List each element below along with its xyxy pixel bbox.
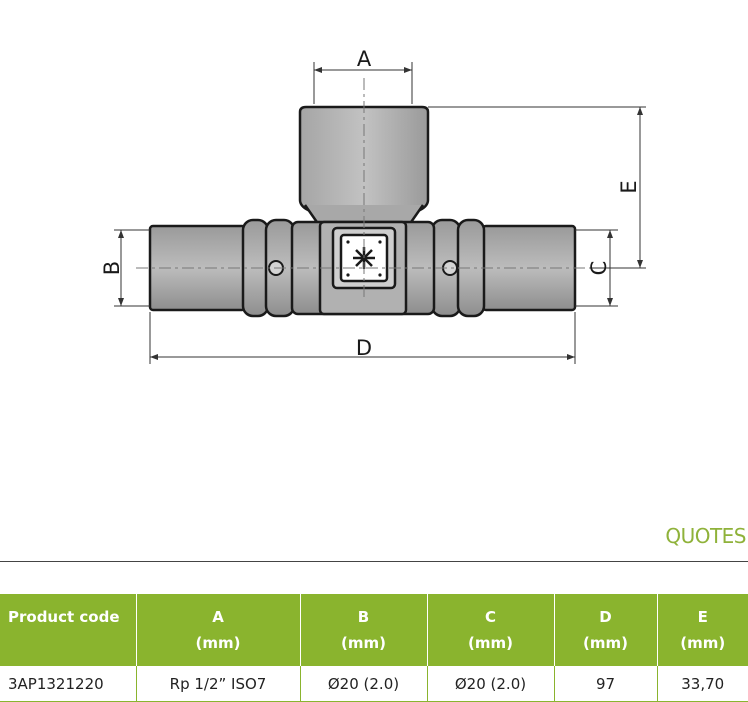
header-b: B (mm): [300, 594, 427, 666]
header-product-code: Product code: [0, 594, 136, 666]
dimension-label-d: D: [356, 336, 372, 360]
table-row: 3AP1321220 Rp 1/2” ISO7 Ø20 (2.0) Ø20 (2…: [0, 666, 748, 702]
fitting-technical-drawing: A D B C E: [0, 0, 748, 400]
header-label: Product code: [8, 608, 120, 626]
header-unit: (mm): [555, 630, 657, 656]
header-unit: (mm): [301, 630, 427, 656]
dimensions-table: Product code A (mm) B (mm) C (mm) D (mm)…: [0, 594, 748, 702]
section-divider: [0, 561, 748, 562]
header-unit: (mm): [137, 630, 300, 656]
dimension-label-e: E: [617, 180, 641, 193]
fitting-body: [150, 107, 575, 316]
dimension-label-b: B: [100, 261, 124, 275]
dimension-label-c: C: [587, 261, 611, 276]
table-header-row: Product code A (mm) B (mm) C (mm) D (mm)…: [0, 594, 748, 666]
header-unit: (mm): [428, 630, 554, 656]
header-label: E: [658, 604, 748, 630]
cell-product-code: 3AP1321220: [0, 666, 136, 702]
dimension-label-a: A: [357, 47, 372, 71]
header-label: D: [555, 604, 657, 630]
header-label: A: [137, 604, 300, 630]
cell-e: 33,70: [657, 666, 748, 702]
cell-a: Rp 1/2” ISO7: [136, 666, 300, 702]
header-e: E (mm): [657, 594, 748, 666]
cell-c: Ø20 (2.0): [427, 666, 554, 702]
cell-b: Ø20 (2.0): [300, 666, 427, 702]
header-c: C (mm): [427, 594, 554, 666]
header-label: C: [428, 604, 554, 630]
cell-d: 97: [554, 666, 657, 702]
header-d: D (mm): [554, 594, 657, 666]
section-title-quotes: QUOTES: [665, 524, 746, 548]
header-a: A (mm): [136, 594, 300, 666]
header-label: B: [301, 604, 427, 630]
header-unit: (mm): [658, 630, 748, 656]
